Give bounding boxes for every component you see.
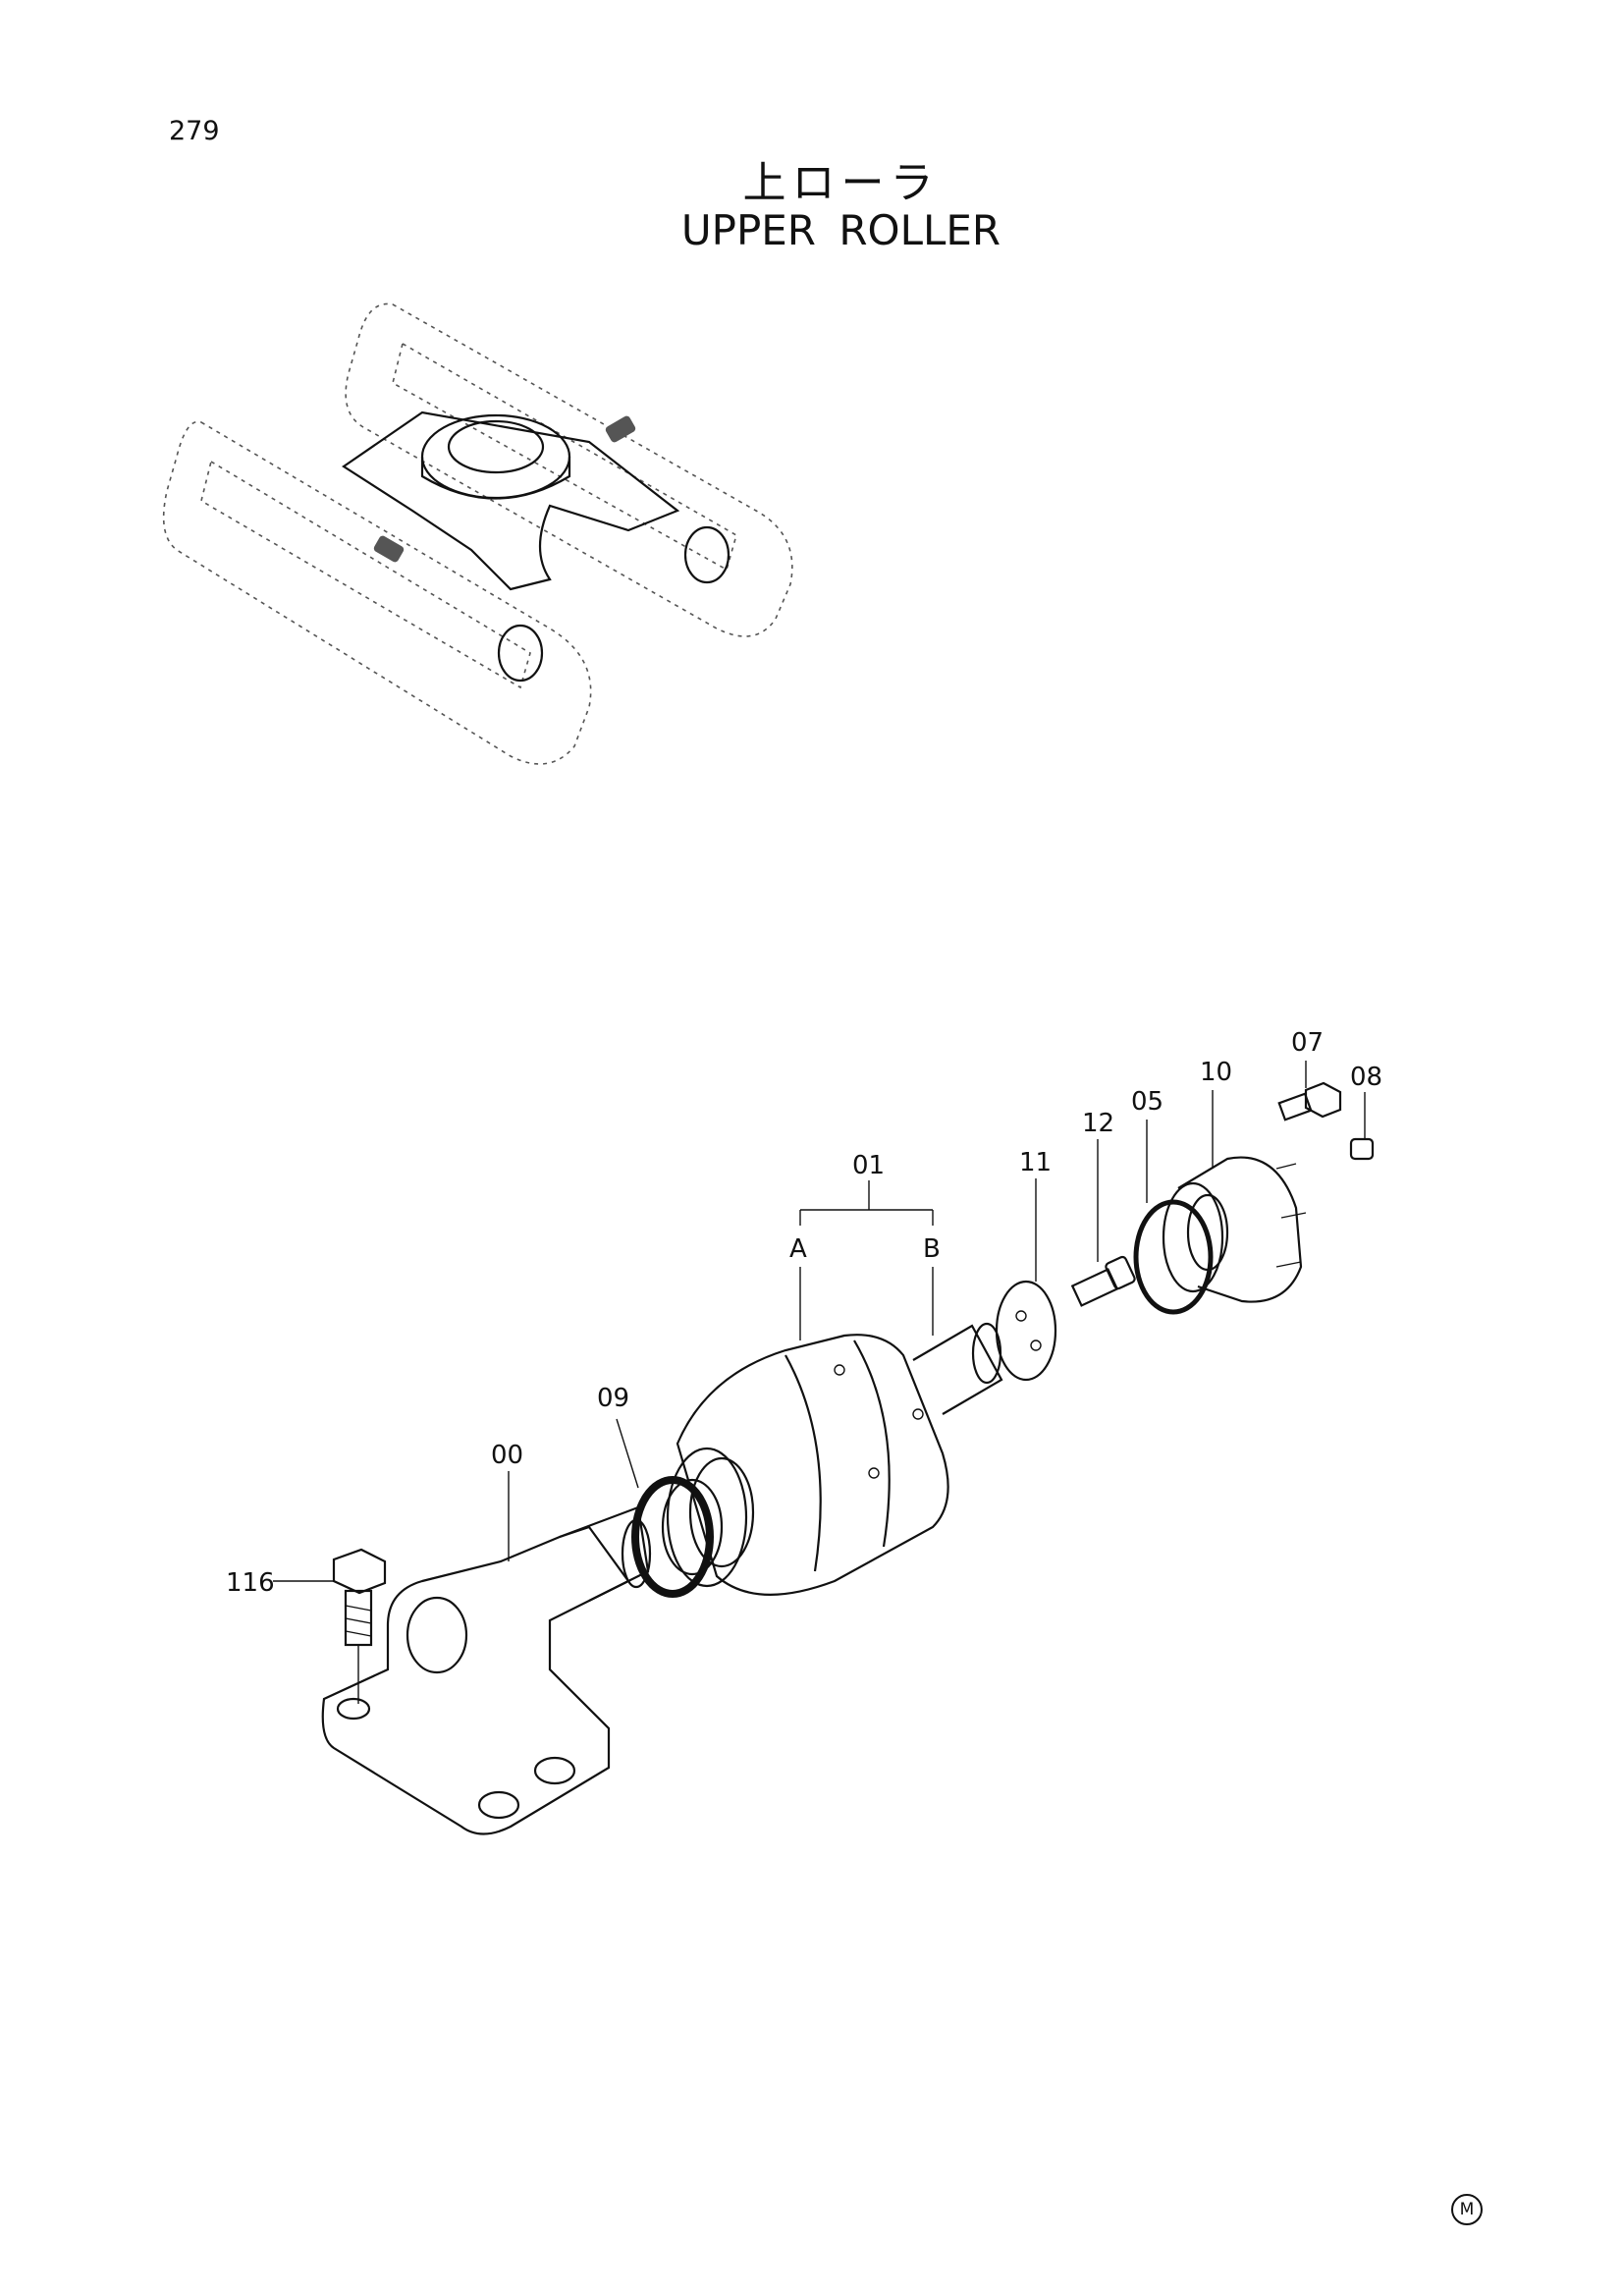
callout-05: 05: [1131, 1087, 1163, 1117]
callout-B: B: [923, 1234, 941, 1264]
undercarriage-overview: [162, 302, 793, 765]
callout-11: 11: [1019, 1148, 1052, 1177]
plate-11: [995, 1280, 1057, 1382]
callout-116: 116: [226, 1568, 275, 1598]
page-number: 279: [169, 116, 220, 146]
roller-highlight-left: [373, 535, 405, 563]
o-ring-05: [1133, 1199, 1214, 1315]
callout-00: 00: [491, 1441, 523, 1470]
bolt-07: [1277, 1081, 1342, 1121]
plug-08: [1349, 1137, 1375, 1161]
callout-10: 10: [1200, 1058, 1232, 1087]
manufacturer-mark: M: [1451, 2194, 1483, 2225]
seal-09: [631, 1476, 724, 1598]
callout-A: A: [789, 1234, 807, 1264]
bolt-12: [1070, 1255, 1136, 1307]
callout-08: 08: [1350, 1063, 1382, 1092]
roller-01: [666, 1322, 1003, 1596]
callout-12: 12: [1082, 1109, 1114, 1138]
callout-09: 09: [597, 1384, 629, 1413]
callout-01: 01: [852, 1151, 885, 1180]
callout-07: 07: [1291, 1028, 1324, 1058]
roller-highlight-right: [605, 415, 636, 443]
title-japanese: 上ローラ: [742, 158, 940, 208]
leader-lines: [273, 1061, 1366, 1582]
bolt-116: [332, 1548, 387, 1704]
title-english: UPPER ROLLER: [680, 206, 1001, 254]
hub-10: [1162, 1156, 1307, 1303]
